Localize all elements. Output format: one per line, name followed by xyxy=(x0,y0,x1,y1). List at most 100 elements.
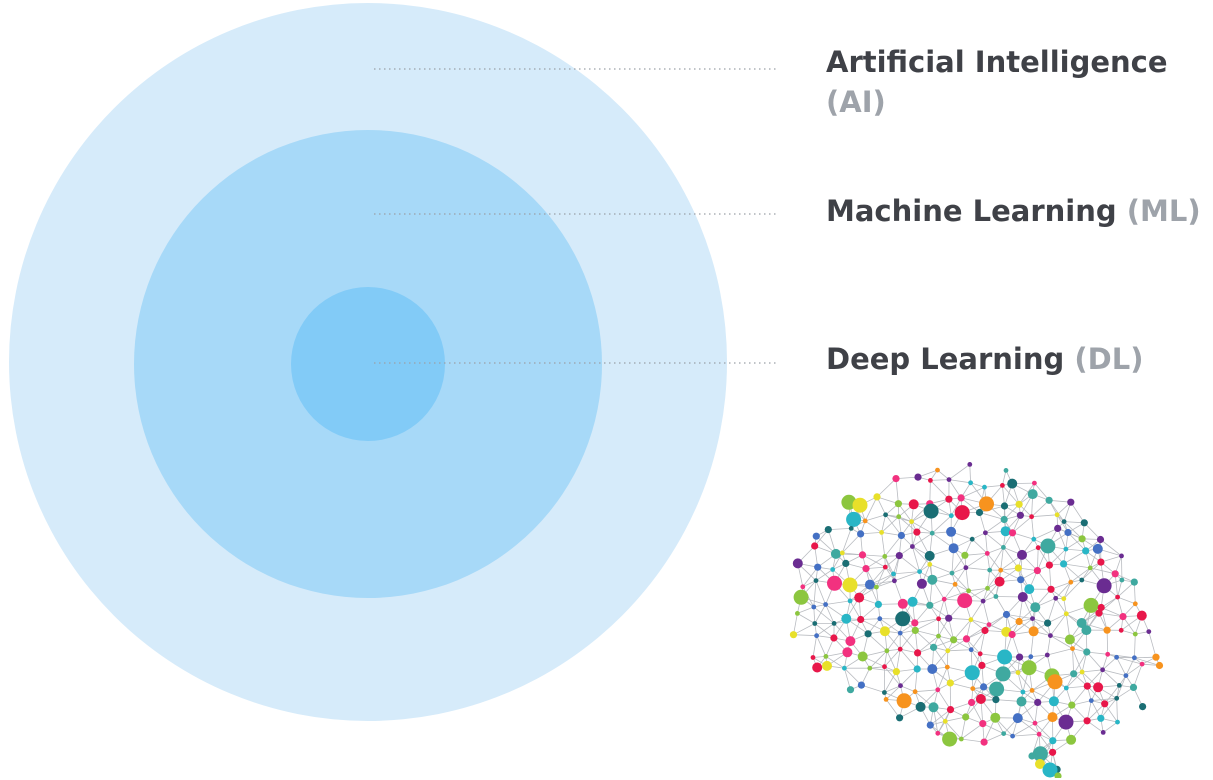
brain-edge xyxy=(965,567,990,571)
brain-edge xyxy=(1086,651,1103,671)
brain-node xyxy=(857,651,868,662)
brain-node xyxy=(1060,560,1068,568)
brain-edge xyxy=(950,682,973,689)
brain-edge xyxy=(1063,582,1072,599)
brain-node xyxy=(1083,717,1091,725)
brain-node xyxy=(946,477,952,482)
brain-edge xyxy=(948,464,971,480)
brain-edge xyxy=(1037,547,1039,571)
brain-edge xyxy=(1072,648,1075,674)
brain-edge xyxy=(815,580,826,605)
brain-edge xyxy=(899,555,920,572)
brain-node xyxy=(957,494,965,502)
brain-edge xyxy=(946,650,949,668)
brain-node xyxy=(935,687,941,693)
brain-node xyxy=(914,649,922,657)
brain-node xyxy=(927,574,938,585)
brain-node xyxy=(929,530,935,536)
brain-edge xyxy=(886,632,901,652)
brain-node xyxy=(892,475,900,483)
brain-edge xyxy=(1116,698,1118,723)
brain-node xyxy=(915,701,926,712)
brain-edge xyxy=(869,666,885,669)
brain-node xyxy=(1028,654,1034,660)
brain-edge xyxy=(1049,565,1052,590)
brain-node xyxy=(1100,667,1105,673)
brain-edge xyxy=(1117,579,1123,598)
brain-node xyxy=(964,665,980,681)
brain-node xyxy=(1016,653,1024,661)
brain-node xyxy=(1078,535,1086,543)
brain-edge xyxy=(1012,733,1040,737)
brain-node xyxy=(898,683,903,689)
brain-node xyxy=(916,578,927,589)
brain-edge xyxy=(970,482,985,488)
brain-node xyxy=(1016,511,1024,519)
brain-edge xyxy=(961,723,984,740)
brain-node xyxy=(1070,646,1075,651)
brain-edge xyxy=(943,584,956,600)
brain-node xyxy=(1029,514,1034,520)
brain-edge xyxy=(816,623,835,637)
ai-label-name: Artificial Intelligence xyxy=(826,45,1168,79)
brain-node xyxy=(926,601,934,609)
brain-node xyxy=(942,718,948,724)
brain-node xyxy=(813,578,819,583)
brain-edge xyxy=(842,533,861,554)
brain-edge xyxy=(972,532,986,540)
brain-edge xyxy=(1104,685,1120,705)
brain-node xyxy=(968,698,976,707)
brain-edge xyxy=(885,699,900,719)
brain-edge xyxy=(1031,500,1050,517)
brain-node xyxy=(1083,682,1091,690)
brain-node xyxy=(1042,762,1058,778)
brain-node xyxy=(1010,733,1015,739)
brain-node xyxy=(979,720,987,728)
brain-edge xyxy=(984,614,1007,631)
brain-edge xyxy=(954,583,969,592)
brain-node xyxy=(1076,618,1087,628)
brain-node xyxy=(892,578,897,584)
brain-node xyxy=(1105,651,1111,657)
brain-edge xyxy=(869,667,897,672)
brain-edge xyxy=(1082,669,1103,673)
brain-node xyxy=(895,552,903,560)
brain-node xyxy=(891,571,896,577)
brain-edge xyxy=(1117,596,1136,605)
brain-node xyxy=(1008,630,1016,639)
brain-node xyxy=(1083,648,1091,656)
brain-node xyxy=(980,683,988,691)
brain-edge xyxy=(1081,567,1091,581)
brain-edge xyxy=(860,604,879,620)
brain-node xyxy=(966,588,971,594)
brain-node xyxy=(927,664,938,674)
brain-edge xyxy=(979,505,1005,513)
brain-edge xyxy=(900,668,918,686)
brain-node xyxy=(827,575,842,591)
brain-edge xyxy=(951,555,966,574)
brain-node xyxy=(874,600,882,608)
brain-edge xyxy=(1098,612,1124,617)
brain-node xyxy=(846,686,855,694)
brain-edge xyxy=(1066,671,1083,689)
brain-node xyxy=(1048,633,1053,638)
brain-node xyxy=(1020,689,1026,695)
brain-node xyxy=(911,626,919,634)
brain-node xyxy=(941,596,947,602)
brain-node xyxy=(874,584,879,590)
brain-node xyxy=(977,651,983,657)
brain-edge xyxy=(1057,528,1067,550)
brain-edge xyxy=(1134,656,1157,659)
brain-edge xyxy=(917,635,939,654)
brain-edge xyxy=(1133,582,1136,604)
brain-node xyxy=(1100,730,1106,735)
brain-edge xyxy=(951,572,969,592)
brain-edge xyxy=(844,667,862,686)
brain-edge xyxy=(898,516,918,533)
brain-edge xyxy=(971,538,988,554)
brain-edge xyxy=(938,618,954,641)
brain-node xyxy=(1136,610,1147,621)
brain-node xyxy=(970,686,976,691)
brain-node xyxy=(1015,500,1023,508)
brain-edge xyxy=(832,552,843,570)
